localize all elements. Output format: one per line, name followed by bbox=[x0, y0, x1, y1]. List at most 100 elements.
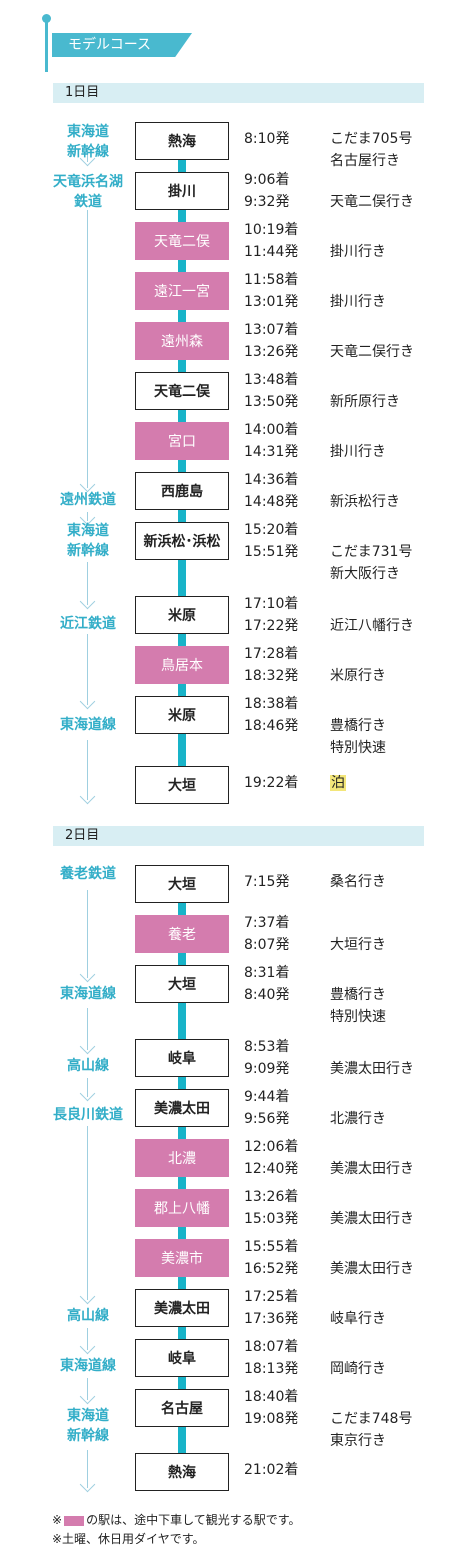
transfer-arrow-line bbox=[87, 1008, 88, 1050]
time-text: 17:22発 bbox=[244, 618, 299, 634]
destination-text: 大垣行き bbox=[330, 937, 386, 953]
time-text: 14:00着 bbox=[244, 422, 299, 438]
railway-line-label-text: 東海道線 bbox=[60, 717, 116, 733]
time-text: 13:50発 bbox=[244, 394, 299, 410]
visit-station-box: 天竜二俣 bbox=[135, 222, 229, 260]
time-text: 11:44発 bbox=[244, 244, 299, 260]
arrow-down-icon bbox=[79, 1038, 96, 1055]
arrow-down-icon bbox=[79, 1288, 96, 1305]
arrow-down-icon bbox=[79, 593, 96, 610]
destination-text: 近江八幡行き bbox=[330, 618, 414, 634]
railway-line-label: 高山線 bbox=[45, 1306, 131, 1326]
arrow-down-icon bbox=[79, 1085, 96, 1102]
visit-station-box: 鳥居本 bbox=[135, 646, 229, 684]
station-box: 岐阜 bbox=[135, 1039, 229, 1077]
note-mark: ※ bbox=[52, 1513, 63, 1527]
destination-text: 岡崎行き bbox=[330, 1361, 386, 1377]
time-text: 17:25着 bbox=[244, 1289, 299, 1305]
destination-text: 豊橋行き bbox=[330, 987, 386, 1003]
time-text: 17:10着 bbox=[244, 596, 299, 612]
station-box: 大垣 bbox=[135, 865, 229, 903]
overnight-badge: 泊 bbox=[330, 772, 346, 794]
time-text: 18:32発 bbox=[244, 668, 299, 684]
time-text: 8:31着 bbox=[244, 965, 290, 981]
transfer-arrow-line bbox=[87, 1378, 88, 1400]
transfer-arrow-line bbox=[87, 1450, 88, 1488]
railway-line-label-text: 東海道線 bbox=[60, 1358, 116, 1374]
railway-line-label: 遠州鉄道 bbox=[45, 490, 131, 510]
visit-station-box: 遠州森 bbox=[135, 322, 229, 360]
time-text: 13:07着 bbox=[244, 322, 299, 338]
railway-line-label-text: 新幹線 bbox=[67, 144, 109, 160]
time-text: 14:31発 bbox=[244, 444, 299, 460]
time-text: 18:07着 bbox=[244, 1339, 299, 1355]
time-text: 16:52発 bbox=[244, 1261, 299, 1277]
time-text: 18:46発 bbox=[244, 718, 299, 734]
destination-text: 天竜二俣行き bbox=[330, 344, 414, 360]
destination-text: 特別快速 bbox=[330, 1009, 386, 1025]
time-text: 13:01発 bbox=[244, 294, 299, 310]
railway-line-label: 高山線 bbox=[45, 1056, 131, 1076]
railway-line-label: 東海道新幹線 bbox=[45, 1406, 131, 1446]
transfer-arrow-line bbox=[87, 150, 88, 162]
station-box: 岐阜 bbox=[135, 1339, 229, 1377]
destination-text: 掛川行き bbox=[330, 294, 386, 310]
time-text: 18:40着 bbox=[244, 1389, 299, 1405]
destination-text: 岐阜行き bbox=[330, 1311, 386, 1327]
railway-line-label-text: 東海道 bbox=[67, 124, 109, 140]
railway-line-label-text: 長良川鉄道 bbox=[53, 1107, 123, 1123]
railway-line-label-text: 新幹線 bbox=[67, 543, 109, 559]
time-text: 9:44着 bbox=[244, 1089, 290, 1105]
time-text: 17:28着 bbox=[244, 646, 299, 662]
railway-line-label: 東海道新幹線 bbox=[45, 122, 131, 162]
railway-line-label: 東海道新幹線 bbox=[45, 521, 131, 561]
railway-line-label-text: 東海道線 bbox=[60, 986, 116, 1002]
destination-text: 掛川行き bbox=[330, 444, 386, 460]
station-box: 熱海 bbox=[135, 122, 229, 160]
note-visit-legend: ※の駅は、途中下車して観光する駅です。 bbox=[52, 1511, 301, 1529]
railway-line-label: 東海道線 bbox=[45, 715, 131, 735]
time-text: 19:08発 bbox=[244, 1411, 299, 1427]
visit-station-box: 北濃 bbox=[135, 1139, 229, 1177]
destination-text: 美濃太田行き bbox=[330, 1211, 414, 1227]
destination-text: 美濃太田行き bbox=[330, 1261, 414, 1277]
time-text: 8:53着 bbox=[244, 1039, 290, 1055]
destination-text: 天竜二俣行き bbox=[330, 194, 414, 210]
time-text: 15:03発 bbox=[244, 1211, 299, 1227]
pink-swatch-icon bbox=[64, 1515, 85, 1526]
visit-station-box: 養老 bbox=[135, 915, 229, 953]
time-text: 12:40発 bbox=[244, 1161, 299, 1177]
heading-accent-line bbox=[45, 18, 48, 72]
railway-line-label-text: 高山線 bbox=[67, 1308, 109, 1324]
time-text: 14:36着 bbox=[244, 472, 299, 488]
note-holiday: ※土曜、休日用ダイヤです。 bbox=[52, 1532, 205, 1546]
time-text: 15:55着 bbox=[244, 1239, 299, 1255]
transfer-arrow-line bbox=[87, 634, 88, 705]
destination-text: こだま748号 bbox=[330, 1411, 413, 1427]
time-text: 9:09発 bbox=[244, 1061, 290, 1077]
transfer-arrow-line bbox=[87, 1328, 88, 1350]
station-box: 大垣 bbox=[135, 766, 229, 804]
time-text: 13:26発 bbox=[244, 344, 299, 360]
route-line bbox=[178, 122, 186, 804]
time-text: 9:32発 bbox=[244, 194, 290, 210]
visit-station-box: 郡上八幡 bbox=[135, 1189, 229, 1227]
time-text: 14:48発 bbox=[244, 494, 299, 510]
railway-line-label-text: 鉄道 bbox=[74, 194, 102, 210]
transfer-arrow-line bbox=[87, 562, 88, 605]
destination-text: 豊橋行き bbox=[330, 718, 386, 734]
time-text: 8:07発 bbox=[244, 937, 290, 953]
heading-accent-dot bbox=[42, 14, 51, 23]
time-text: 9:06着 bbox=[244, 172, 290, 188]
railway-line-label: 長良川鉄道 bbox=[45, 1105, 131, 1125]
arrow-down-icon bbox=[79, 1476, 96, 1493]
arrow-down-icon bbox=[79, 966, 96, 983]
railway-line-label-text: 高山線 bbox=[67, 1058, 109, 1074]
time-text: 13:48着 bbox=[244, 372, 299, 388]
station-box: 熱海 bbox=[135, 1453, 229, 1491]
station-box: 美濃太田 bbox=[135, 1289, 229, 1327]
section-heading: モデルコース bbox=[52, 33, 192, 57]
railway-line-label-text: 東海道 bbox=[67, 523, 109, 539]
railway-line-label: 養老鉄道 bbox=[45, 864, 131, 884]
destination-text: こだま705号 bbox=[330, 131, 413, 147]
